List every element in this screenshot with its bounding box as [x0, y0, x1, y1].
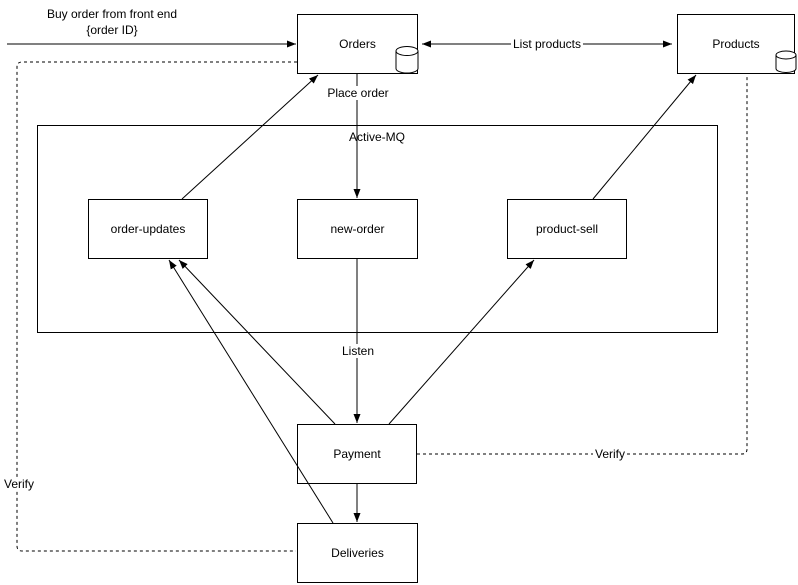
node-order-updates-label: order-updates [110, 222, 186, 236]
node-new-order[interactable]: new-order [297, 199, 418, 259]
node-product-sell[interactable]: product-sell [507, 199, 627, 259]
front-end-annotation: Buy order from front end {order ID} [47, 6, 177, 38]
node-orders-label: Orders [339, 37, 376, 51]
edge-label-verify-right: Verify [592, 447, 628, 461]
node-deliveries-label: Deliveries [331, 546, 384, 560]
node-order-updates[interactable]: order-updates [88, 199, 208, 259]
edge-label-place-order: Place order [325, 86, 391, 100]
front-end-annotation-line1: Buy order from front end [46, 7, 178, 21]
node-payment[interactable]: Payment [297, 424, 417, 484]
edge-label-list-products: List products [510, 37, 584, 51]
node-products-label: Products [712, 37, 760, 51]
node-product-sell-label: product-sell [535, 222, 599, 236]
front-end-annotation-line2: {order ID} [86, 23, 138, 37]
activemq-container-label: Active-MQ [348, 130, 406, 144]
node-orders[interactable]: Orders [297, 14, 418, 74]
node-products[interactable]: Products [677, 14, 795, 74]
node-payment-label: Payment [333, 447, 381, 461]
edge-label-listen: Listen [339, 344, 377, 358]
edge-label-verify-left: Verify [1, 477, 37, 491]
node-new-order-label: new-order [330, 222, 385, 236]
node-deliveries[interactable]: Deliveries [297, 523, 418, 583]
